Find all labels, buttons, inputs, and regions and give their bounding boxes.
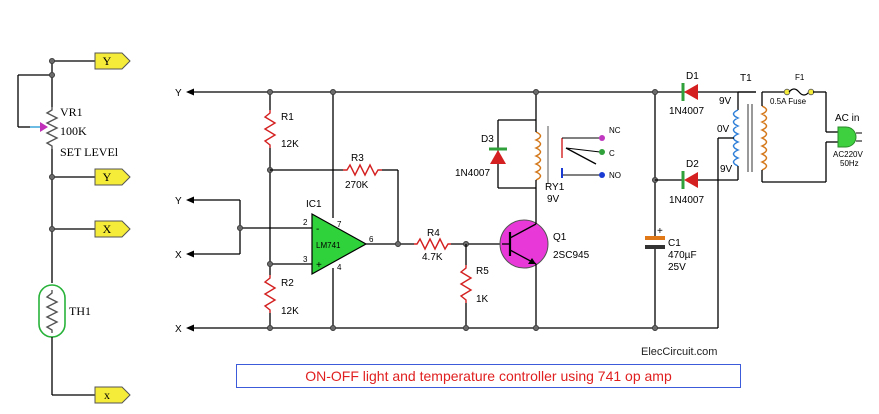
ic1-pin4: 4 [337, 263, 342, 272]
d3-part: 1N4007 [455, 168, 490, 179]
flag-y-mid: Y [94, 168, 131, 186]
ic1-minus: - [316, 224, 319, 235]
f1-name: F1 [795, 73, 805, 82]
d3-diode [490, 150, 506, 164]
t1-tap-top: 9V [719, 96, 732, 107]
flag-x-bottom: x [94, 386, 131, 404]
d2-diode [684, 172, 698, 188]
power-rails: Y X [175, 88, 756, 335]
d2-part: 1N4007 [669, 195, 704, 206]
ic1-pin7: 7 [337, 220, 342, 229]
q1-part: 2SC945 [553, 250, 590, 261]
ic1-pin6: 6 [369, 235, 374, 244]
d1-part: 1N4007 [669, 106, 704, 117]
f1-value: 0.5A Fuse [770, 97, 807, 106]
t1-secondary-coil [732, 109, 740, 167]
r5-name: R5 [476, 266, 489, 277]
c1-capacitor: + C1 470µF 25V [645, 89, 697, 331]
caption-text: ON-OFF light and temperature controller … [305, 368, 672, 384]
ic1-part: LM741 [316, 241, 341, 250]
relay-coil [534, 131, 542, 181]
r3-feedback: R3 270K [270, 153, 399, 243]
r3-value: 270K [345, 180, 369, 191]
input-x-label: X [175, 250, 182, 261]
rail-top-label: Y [175, 88, 182, 99]
ac-spec: AC220V [833, 150, 863, 159]
c1-name: C1 [668, 238, 681, 249]
ic1-plus: + [316, 260, 322, 271]
vr1-resistor [45, 107, 59, 149]
relay-section: D3 1N4007 RY1 9V NC C NO [455, 89, 621, 205]
no-terminal [599, 172, 605, 178]
rail-bottom-label: X [175, 324, 182, 335]
flag-x-mid: X [94, 220, 131, 238]
input-y-label: Y [175, 196, 182, 207]
t1-name: T1 [740, 73, 752, 84]
diagram-caption: ON-OFF light and temperature controller … [236, 364, 741, 388]
ac-label: AC in [835, 113, 859, 124]
relay-c-label: C [609, 149, 615, 158]
svg-text:Y: Y [103, 170, 112, 184]
ac-plug [837, 126, 857, 148]
r1-value: 12K [281, 139, 299, 150]
ic1-pin2: 2 [303, 218, 308, 227]
c-terminal [599, 149, 605, 155]
r1-resistor [263, 110, 277, 148]
d3-name: D3 [481, 134, 494, 145]
svg-text:Y: Y [103, 54, 112, 68]
nc-terminal [599, 135, 605, 141]
vr1-note: SET LEVEl [60, 145, 119, 159]
ac-input: F1 0.5A Fuse AC in AC220V 50Hz [762, 73, 863, 183]
ic1-name: IC1 [306, 199, 322, 210]
svg-text:x: x [104, 388, 110, 402]
c1-value: 470µF [668, 250, 697, 261]
c1-voltage: 25V [668, 262, 686, 273]
sensor-inputs: Y X [175, 196, 312, 261]
r2-resistor [263, 275, 277, 313]
svg-text:X: X [103, 222, 112, 236]
r3-resistor [343, 163, 382, 177]
r4-value: 4.7K [422, 252, 443, 263]
relay-no-label: NO [609, 171, 621, 180]
t1-tap-bottom: 9V [720, 164, 733, 175]
ry1-value: 9V [547, 194, 560, 205]
t1-transformer: T1 9V 0V 9V [717, 73, 768, 328]
r2-value: 12K [281, 306, 299, 317]
ic1-pin3: 3 [303, 255, 308, 264]
ic1-opamp: LM741 - + 2 3 7 4 6 IC1 [303, 89, 414, 331]
t1-tap-mid: 0V [717, 124, 730, 135]
flag-y-top: Y [94, 52, 131, 70]
d1-name: D1 [686, 71, 699, 82]
divider-network: R1 12K R2 12K [263, 89, 312, 331]
q1-transistor: Q1 2SC945 [499, 188, 590, 331]
opamp-body [311, 212, 368, 276]
th1-resistor [45, 290, 59, 333]
vr1-label: VR1 [60, 105, 83, 119]
base-network: R4 4.7K R5 1K [414, 228, 502, 331]
r2-name: R2 [281, 278, 294, 289]
r5-value: 1K [476, 294, 489, 305]
c1-plus: + [657, 226, 663, 237]
q1-name: Q1 [553, 232, 567, 243]
th1-label: TH1 [69, 304, 91, 318]
r3-name: R3 [351, 153, 364, 164]
ac-freq: 50Hz [840, 159, 859, 168]
vr1-value: 100K [60, 124, 87, 138]
r4-resistor [414, 237, 451, 251]
r5-resistor [459, 265, 473, 303]
r4-name: R4 [427, 228, 440, 239]
ry1-name: RY1 [545, 182, 565, 193]
site-credit: ElecCircuit.com [641, 346, 717, 358]
d1-diode [684, 84, 698, 100]
r1-name: R1 [281, 112, 294, 123]
q1-body [499, 219, 549, 269]
relay-nc-label: NC [609, 126, 621, 135]
sensor-network: VR1 100K SET LEVEl TH1 Y Y X x [17, 52, 131, 404]
vr1-wiper-arrow [40, 122, 48, 132]
rectifier: D1 1N4007 D2 1N4007 [655, 71, 738, 206]
f1-fuse [788, 88, 810, 96]
d2-name: D2 [686, 159, 699, 170]
t1-primary-coil [760, 105, 768, 171]
